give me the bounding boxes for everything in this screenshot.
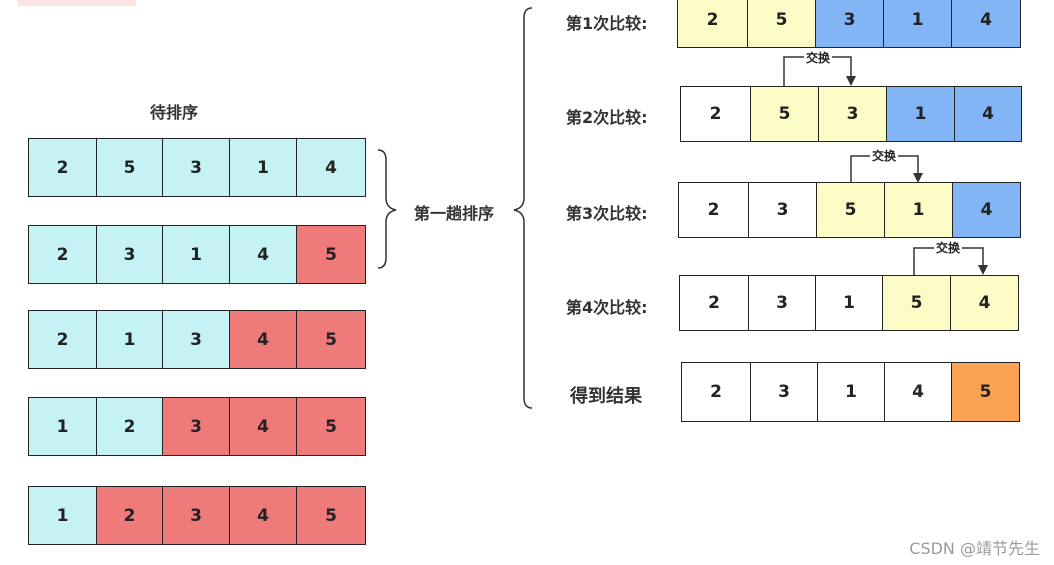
top-red-mark [18,0,136,6]
first-pass-label: 第一趟排序 [414,204,495,223]
compare-label-1: 第1次比较: [566,14,648,33]
cell: 2 [29,139,97,196]
compare-row-2: 2 5 3 1 4 [680,86,1022,142]
small-brace [377,149,397,269]
cell: 1 [97,311,163,368]
cell: 5 [297,398,365,455]
cell: 1 [887,87,955,141]
cell: 3 [749,183,817,237]
cell: 1 [230,139,297,196]
compare-row-1: 2 5 3 1 4 [677,0,1021,48]
cell: 2 [97,487,163,544]
cell: 1 [818,363,885,421]
cell: 3 [749,276,816,330]
cell: 3 [751,363,818,421]
swap-label-1: 交换 [804,51,833,65]
cell: 5 [297,226,365,283]
big-brace [513,7,533,409]
cell: 2 [680,276,749,330]
cell: 5 [748,0,816,47]
cell: 2 [681,87,751,141]
left-row-2: 2 3 1 4 5 [28,225,366,284]
cell: 4 [951,276,1018,330]
cell: 3 [163,139,230,196]
left-row-1: 2 5 3 1 4 [28,138,366,197]
cell: 5 [883,276,951,330]
cell: 4 [230,398,297,455]
compare-row-3: 2 3 5 1 4 [678,182,1021,238]
cell: 3 [163,398,230,455]
left-row-5: 1 2 3 4 5 [28,486,366,545]
swap-label-3: 交换 [934,241,963,255]
cell: 4 [230,226,297,283]
cell: 4 [230,487,297,544]
cell: 1 [29,487,97,544]
cell: 4 [955,87,1021,141]
left-title: 待排序 [150,103,199,122]
cell: 4 [885,363,952,421]
cell: 2 [97,398,163,455]
cell: 2 [678,0,748,47]
cell: 3 [97,226,163,283]
watermark: CSDN @靖节先生 [909,539,1040,558]
cell: 3 [816,0,884,47]
compare-label-4: 第4次比较: [566,298,648,317]
compare-label-3: 第3次比较: [566,204,648,223]
compare-row-4: 2 3 1 5 4 [679,275,1019,331]
cell: 5 [751,87,819,141]
cell: 5 [952,363,1019,421]
cell: 1 [29,398,97,455]
cell: 1 [816,276,883,330]
cell: 1 [884,0,952,47]
cell: 5 [297,487,365,544]
cell: 4 [952,0,1020,47]
cell: 2 [679,183,749,237]
left-row-3: 2 1 3 4 5 [28,310,366,369]
swap-label-2: 交换 [870,149,899,163]
cell: 4 [297,139,365,196]
result-row: 2 3 1 4 5 [681,362,1020,422]
cell: 3 [163,487,230,544]
cell: 3 [819,87,887,141]
cell: 3 [163,311,230,368]
cell: 5 [817,183,885,237]
cell: 5 [297,311,365,368]
cell: 4 [230,311,297,368]
cell: 5 [97,139,163,196]
cell: 4 [953,183,1020,237]
result-label: 得到结果 [570,386,642,407]
left-row-4: 1 2 3 4 5 [28,397,366,456]
cell: 2 [29,311,97,368]
cell: 2 [29,226,97,283]
cell: 2 [682,363,751,421]
compare-label-2: 第2次比较: [566,108,648,127]
cell: 1 [885,183,953,237]
cell: 1 [163,226,230,283]
